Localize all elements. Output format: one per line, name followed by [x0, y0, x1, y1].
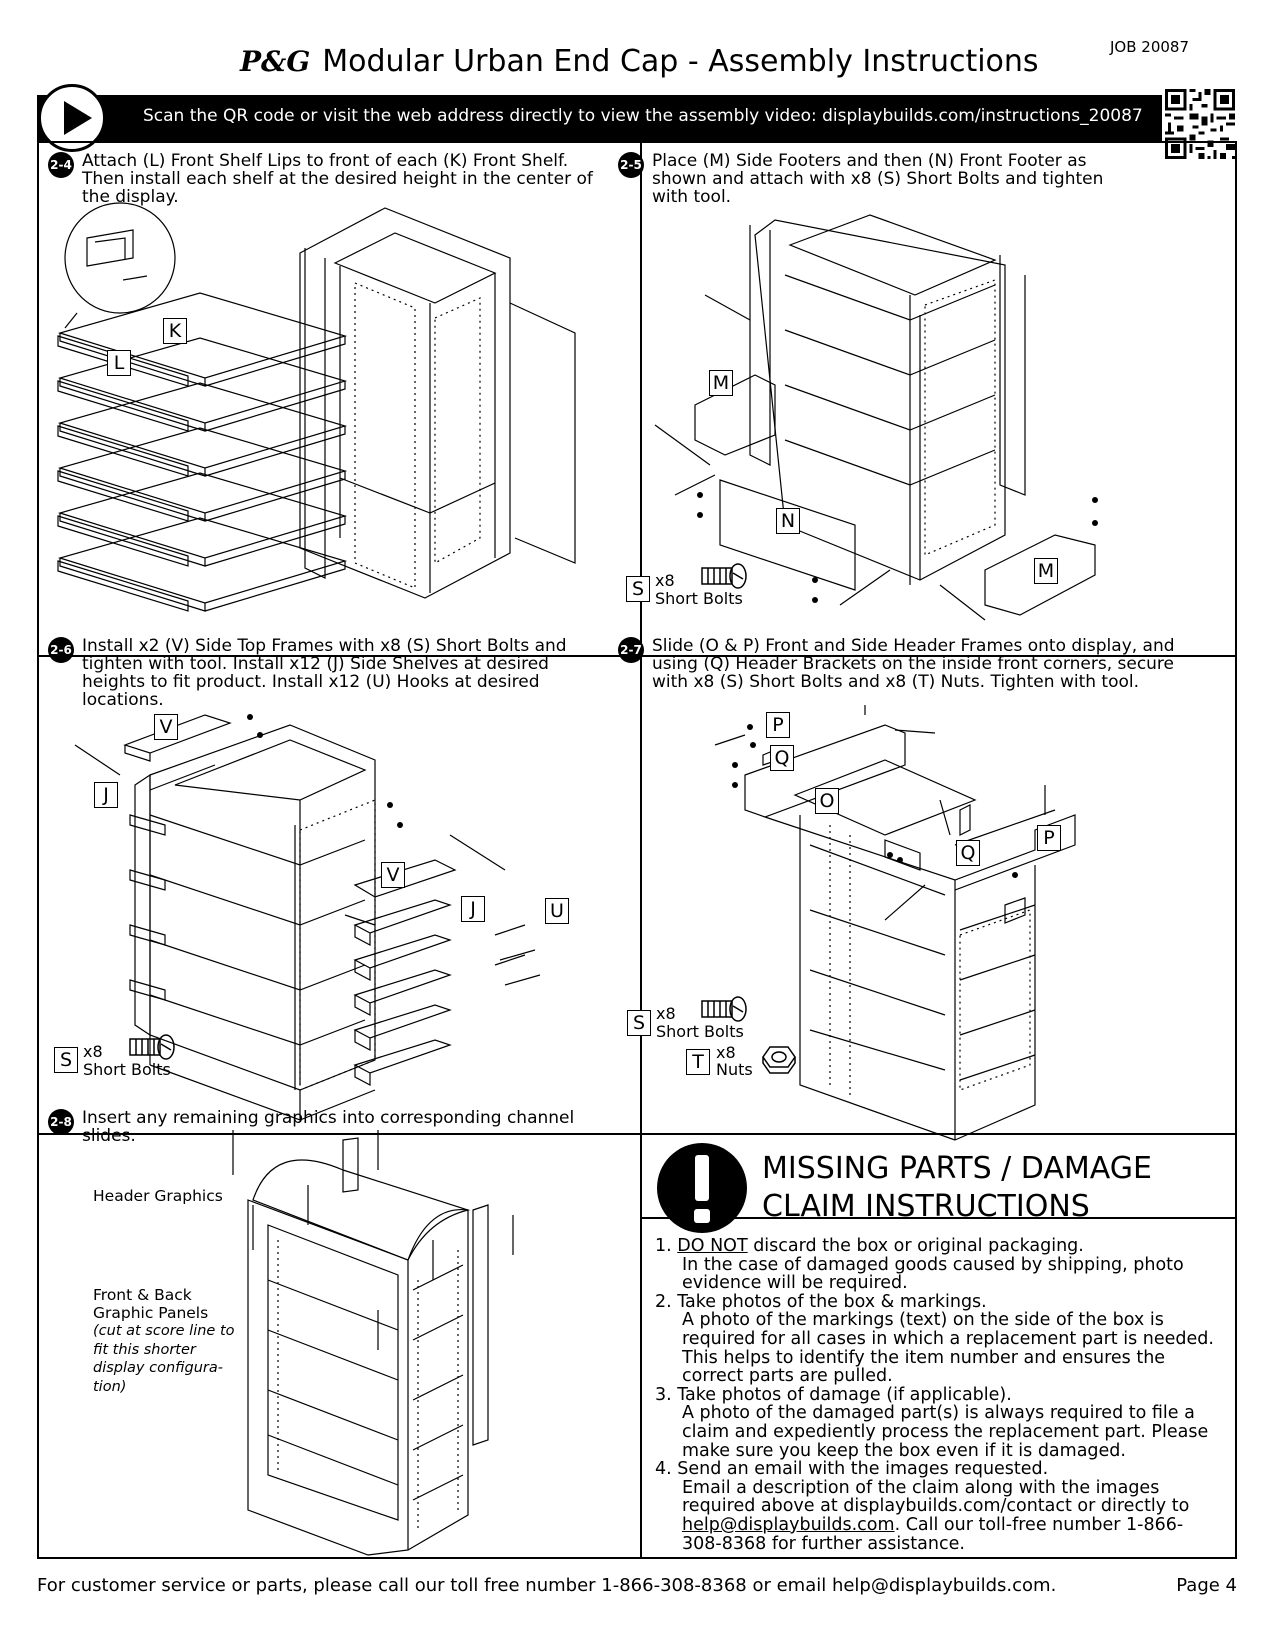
claim-item: 1. DO NOT discard the box or original pa… [655, 1237, 1215, 1256]
graphic-panels-text: Front & Back Graphic Panels [93, 1286, 209, 1322]
claim-item: 2. Take photos of the box & markings. [655, 1291, 1215, 1312]
step-instructions: Slide (O & P) Front and Side Header Fram… [652, 636, 1175, 692]
callout-m: M [1034, 558, 1058, 584]
hardware-qty: x8 [655, 571, 675, 590]
item-number: 2. [655, 1291, 678, 1312]
step-number: 2-6 [48, 637, 74, 663]
callout-n: N [776, 508, 800, 534]
hardware-letter: T [686, 1049, 710, 1075]
hardware-letter: S [54, 1047, 78, 1073]
step-instructions: Insert any remaining graphics into corre… [82, 1108, 575, 1146]
graphic-panels-label: Front & Back Graphic Panels(cut at score… [93, 1286, 243, 1396]
callout-v: V [154, 714, 178, 740]
callout-m: M [709, 370, 733, 396]
claim-detail: In the case of damaged goods caused by s… [682, 1254, 1184, 1294]
claim-item: 3. Take photos of damage (if applicable)… [655, 1384, 1215, 1405]
callout-j: J [461, 896, 485, 922]
bolt-icon [128, 1034, 178, 1060]
do-not-text: DO NOT [677, 1236, 748, 1256]
missing-title-line2: CLAIM INSTRUCTIONS [762, 1189, 1090, 1224]
hardware-qty: x8 [83, 1042, 103, 1061]
detail-text: Email a description of the claim along w… [682, 1477, 1190, 1517]
item-lead: Take photos of damage (if applicable). [677, 1384, 1012, 1405]
score-line-note: (cut at score line to fit this shorter d… [93, 1323, 235, 1395]
callout-p: P [1037, 825, 1061, 851]
bolt-icon [700, 996, 750, 1022]
item-number: 1. [655, 1236, 678, 1256]
title-text: Modular Urban End Cap - Assembly Instruc… [322, 44, 1039, 79]
pg-logo: P&G [240, 45, 311, 78]
step-number: 2-8 [48, 1109, 74, 1135]
claim-detail: A photo of the markings (text) on the si… [682, 1310, 1214, 1387]
email-link[interactable]: help@displaybuilds.com [682, 1514, 895, 1535]
video-banner-text[interactable]: Scan the QR code or visit the web addres… [143, 106, 1143, 126]
bolt-icon [700, 563, 750, 589]
hardware-name: Nuts [716, 1060, 753, 1079]
hardware-letter: S [627, 1010, 651, 1036]
header-frames-illustration [715, 705, 1195, 1135]
callout-q: Q [956, 840, 980, 866]
step-number: 2-7 [618, 637, 644, 663]
shelf-assembly-illustration [57, 208, 600, 612]
step-instructions: Install x2 (V) Side Top Frames with x8 (… [82, 636, 567, 710]
footer-text: For customer service or parts, please ca… [37, 1575, 1057, 1596]
callout-v: V [381, 862, 405, 888]
hardware-name: Short Bolts [656, 1022, 744, 1041]
callout-q: Q [770, 745, 794, 771]
video-banner [37, 95, 1162, 141]
page-number: Page 4 [1176, 1575, 1237, 1596]
exclamation-icon [657, 1143, 747, 1233]
item-lead: discard the box or original packaging. [747, 1236, 1084, 1256]
hardware-qty: x8 [656, 1004, 676, 1023]
step-instructions: Attach (L) Front Shelf Lips to front of … [82, 151, 593, 207]
callout-p: P [766, 712, 790, 738]
graphics-insertion-illustration [228, 1130, 548, 1555]
item-number: 3. [655, 1384, 678, 1405]
nut-icon [762, 1043, 796, 1077]
callout-k: K [163, 318, 187, 344]
claim-item: 4. Send an email with the images request… [655, 1460, 1215, 1479]
hardware-name: Short Bolts [655, 589, 743, 608]
hardware-qty: x8 [716, 1043, 736, 1062]
step-instructions: Place (M) Side Footers and then (N) Fron… [652, 151, 1104, 207]
job-number: JOB 20087 [1109, 38, 1189, 56]
item-lead: Send an email with the images requested. [677, 1459, 1049, 1480]
detail-text: . Call our toll-free number 1-866-308-83… [682, 1514, 1184, 1554]
callout-u: U [545, 898, 569, 924]
play-icon[interactable] [38, 84, 106, 152]
missing-title-line1: MISSING PARTS / DAMAGE [762, 1151, 1152, 1186]
callout-l: L [107, 350, 131, 376]
callout-o: O [815, 788, 839, 814]
hardware-letter: S [626, 576, 650, 602]
page-title: P&G Modular Urban End Cap - Assembly Inst… [240, 44, 1039, 79]
item-lead: Take photos of the box & markings. [677, 1291, 987, 1312]
callout-j: J [94, 782, 118, 808]
step-number: 2-4 [48, 152, 74, 178]
claim-detail: A photo of the damaged part(s) is always… [682, 1403, 1209, 1461]
step-number: 2-5 [618, 152, 644, 178]
item-number: 4. [655, 1459, 678, 1480]
claim-instructions: 1. DO NOT discard the box or original pa… [655, 1237, 1215, 1553]
hardware-name: Short Bolts [83, 1060, 171, 1079]
claim-detail: Email a description of the claim along w… [655, 1479, 1215, 1553]
side-shelves-illustration [55, 714, 600, 1135]
header-graphics-label: Header Graphics [93, 1187, 223, 1205]
